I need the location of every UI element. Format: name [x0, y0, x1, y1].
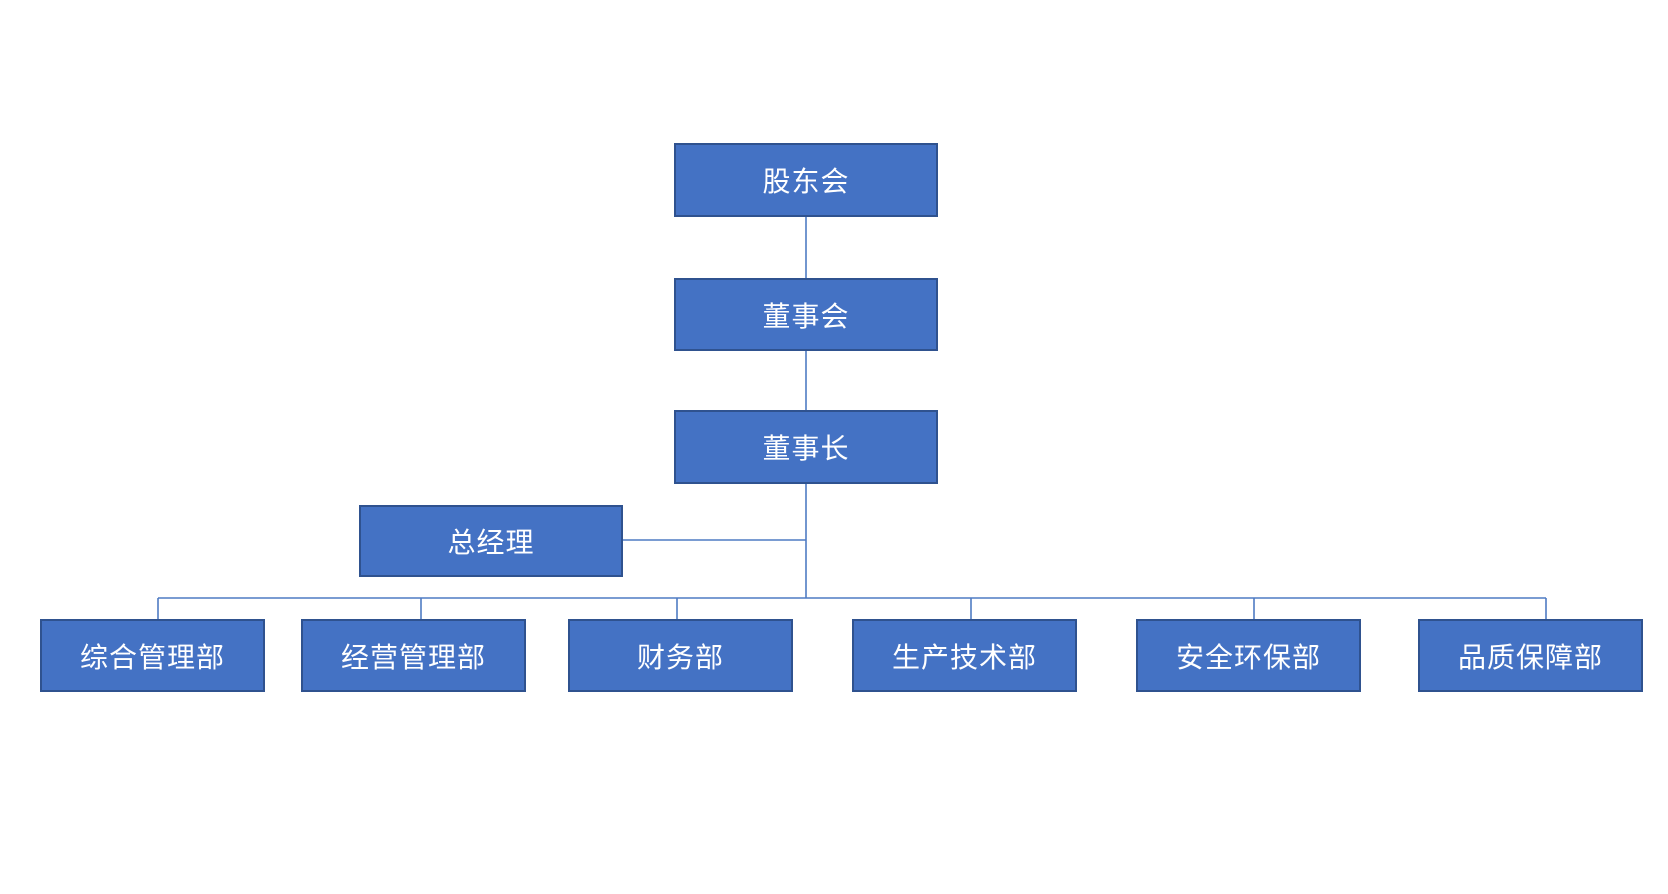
node-department: 财务部 — [568, 619, 793, 692]
node-label-department: 生产技术部 — [891, 640, 1037, 674]
node-department: 生产技术部 — [852, 619, 1077, 692]
node-general-manager: 总经理 — [359, 505, 623, 577]
node-label-board: 董事会 — [762, 299, 850, 333]
node-department: 安全环保部 — [1136, 619, 1361, 692]
node-label-shareholders: 股东会 — [762, 165, 850, 198]
node-department: 经营管理部 — [301, 619, 526, 692]
node-label-department: 财务部 — [636, 640, 724, 674]
node-chairman: 董事长 — [674, 410, 938, 484]
node-department: 综合管理部 — [40, 619, 265, 692]
node-shareholders: 股东会 — [674, 143, 938, 217]
node-label-department: 综合管理部 — [79, 640, 225, 674]
node-label-department: 安全环保部 — [1175, 640, 1321, 674]
node-department: 品质保障部 — [1418, 619, 1643, 692]
node-label-department: 品质保障部 — [1457, 640, 1603, 674]
node-label-general-manager: 总经理 — [447, 526, 535, 559]
node-board-of-directors: 董事会 — [674, 278, 938, 351]
node-label-chairman: 董事长 — [762, 432, 850, 465]
node-label-department: 经营管理部 — [340, 640, 486, 674]
